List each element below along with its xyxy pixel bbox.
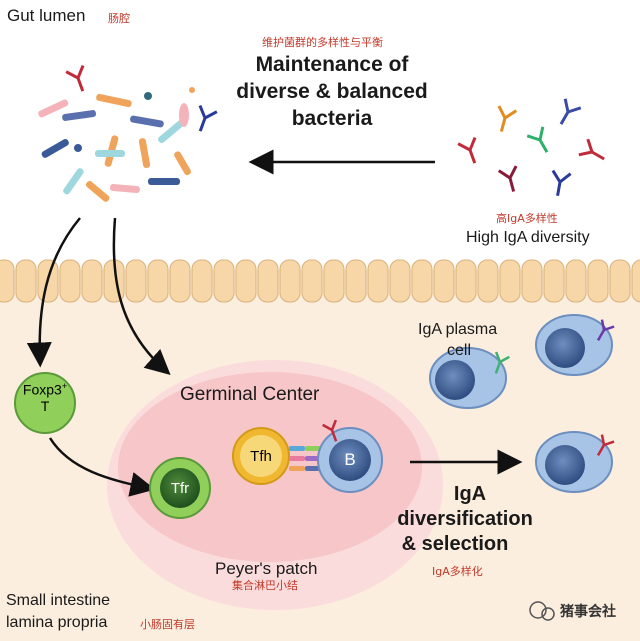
epithelial-cell — [169, 259, 191, 303]
foxp3-label-sup: + — [61, 381, 68, 391]
diversification-line2: diversification — [397, 508, 533, 530]
epithelium-layer — [0, 259, 640, 303]
lamina-propria-label-cn: 小肠固有层 — [140, 618, 195, 631]
epithelial-cell — [499, 259, 521, 303]
diversification-line1: IgA — [453, 483, 487, 505]
epithelial-cell — [631, 259, 640, 303]
epithelial-cell — [367, 259, 389, 303]
gut-lumen-label-cn: 肠腔 — [108, 12, 130, 25]
epithelial-cell — [213, 259, 235, 303]
b-cell — [317, 419, 383, 493]
foxp3-label: Foxp3+ T — [15, 381, 75, 414]
tfr-cell — [149, 457, 211, 519]
bacteria-cluster — [38, 87, 195, 202]
epithelial-cell — [191, 259, 213, 303]
high-iga-label: High IgA diversity — [466, 229, 590, 246]
epithelial-cell — [389, 259, 411, 303]
epithelial-cell — [543, 259, 565, 303]
epithelial-cell — [147, 259, 169, 303]
epithelial-cell — [455, 259, 477, 303]
epithelial-cell — [411, 259, 433, 303]
iga-plasma-cell — [535, 431, 615, 493]
high-iga-label-cn: 高IgA多样性 — [496, 212, 558, 225]
peyers-patch-label-cn: 集合淋巴小结 — [232, 579, 298, 592]
peyers-patch-label: Peyer's patch — [215, 559, 318, 578]
foxp3-t-cell — [14, 372, 76, 434]
tfh-cell — [232, 427, 290, 485]
epithelial-cell — [0, 259, 15, 303]
gut-lumen-label: Gut lumen — [7, 6, 86, 25]
b-cell-label: B — [344, 450, 356, 469]
watermark-text: 猪事会社 — [560, 604, 616, 620]
epithelial-cell — [521, 259, 543, 303]
epithelial-cell — [59, 259, 81, 303]
epithelial-cell — [81, 259, 103, 303]
epithelial-cell — [257, 259, 279, 303]
epithelial-cell — [433, 259, 455, 303]
plasma-cell-label-line1: IgA plasma — [418, 321, 498, 338]
lamina-propria-label-line2: lamina propria — [6, 614, 108, 631]
diversification-line3: & selection — [401, 533, 509, 555]
maintenance-line2: diverse & balanced — [236, 80, 428, 103]
tfr-label: Tfr — [170, 480, 190, 497]
lamina-propria-label-line1: Small intestine — [6, 592, 111, 609]
arrow-to-tfr — [48, 437, 156, 497]
epithelial-cell — [609, 259, 631, 303]
iga-plasma-cell — [535, 314, 615, 376]
antibody-icon — [65, 64, 85, 92]
tfh-label: Tfh — [250, 448, 272, 465]
maintenance-title-cn: 维护菌群的多样性与平衡 — [262, 36, 383, 49]
iga-plasma-cell — [429, 347, 510, 409]
epithelial-cell — [565, 259, 587, 303]
antibody-cluster — [457, 98, 605, 197]
foxp3-label-line2: T — [40, 397, 50, 414]
epithelial-cell — [477, 259, 499, 303]
epithelial-cell — [323, 259, 345, 303]
epithelial-cell — [587, 259, 609, 303]
arrow-to-germinal-center — [112, 217, 171, 375]
epithelial-cell — [15, 259, 37, 303]
diversification-label-cn: IgA多样化 — [432, 565, 483, 578]
watermark-logo — [529, 601, 555, 621]
arrow-to-foxp3 — [26, 217, 81, 368]
epithelial-cell — [279, 259, 301, 303]
receptor-pairs — [289, 446, 321, 471]
maintenance-line3: bacteria — [291, 107, 373, 130]
plasma-cell-label-line2: cell — [447, 342, 472, 359]
epithelial-cell — [301, 259, 323, 303]
germinal-center-label: Germinal Center — [180, 384, 320, 405]
foxp3-label-line1: Foxp3 — [22, 381, 62, 398]
epithelial-cell — [125, 259, 147, 303]
maintenance-line1: Maintenance of — [255, 53, 409, 76]
epithelial-cell — [235, 259, 257, 303]
antibody-icon — [198, 104, 218, 132]
epithelial-cell — [345, 259, 367, 303]
gut-lumen-region — [0, 0, 640, 270]
